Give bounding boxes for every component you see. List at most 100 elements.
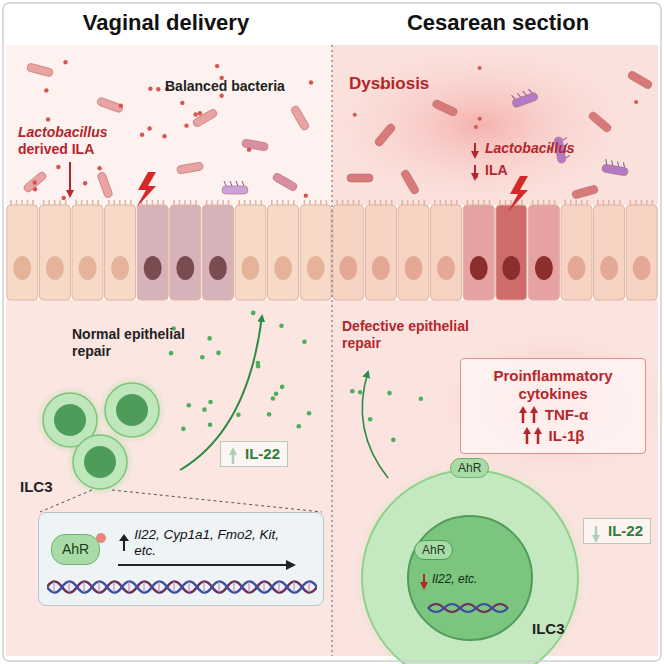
pilus — [617, 161, 620, 166]
cell-nucleus — [372, 256, 390, 280]
double-up-arrow — [522, 427, 544, 445]
microvillus — [10, 200, 12, 205]
up-arrow — [118, 534, 130, 552]
bacterium — [374, 122, 397, 147]
epithelial-cell — [528, 205, 559, 300]
bacterium-body — [587, 111, 612, 134]
arrow-head — [523, 427, 531, 434]
metabolite-label: ILA — [485, 162, 508, 179]
base-pair — [308, 582, 310, 592]
ila-dot — [478, 117, 482, 121]
cell-nucleus — [209, 256, 227, 280]
microvillus — [184, 200, 186, 205]
cell-nucleus — [405, 256, 423, 280]
microvillus — [537, 200, 539, 205]
pilus — [523, 91, 527, 96]
microvillus — [173, 200, 175, 205]
ila-ligand — [94, 531, 108, 545]
microvillus — [423, 200, 425, 205]
panel-title: Cesarean section — [332, 10, 664, 36]
bacterium-body — [242, 139, 269, 151]
bacterium — [290, 105, 310, 132]
microvillus — [130, 200, 132, 205]
microvillus — [27, 200, 29, 205]
bacterium — [26, 63, 53, 77]
epithelial-cell — [431, 205, 462, 300]
microvillus — [86, 200, 88, 205]
microvillus — [521, 200, 523, 205]
microvillus — [635, 200, 637, 205]
microvillus — [32, 200, 34, 205]
bacterium — [400, 169, 420, 196]
microvillus — [353, 200, 355, 205]
cell-nucleus — [144, 256, 162, 280]
cytokine-name: IL-1β — [549, 427, 585, 445]
microvillus — [445, 200, 447, 205]
epithelial-cell — [72, 205, 103, 300]
microvillus — [342, 200, 344, 205]
microvillus — [282, 200, 284, 205]
bacteria-name: Lactobacillus — [18, 124, 107, 141]
gene-list: Il22, etc. — [432, 572, 477, 586]
microvillus — [581, 200, 583, 205]
il22-dot — [181, 427, 186, 432]
microvillus — [21, 200, 23, 205]
microvillus — [451, 200, 453, 205]
ila-dot — [198, 111, 202, 115]
il22-dot — [256, 364, 261, 369]
pilus — [230, 181, 232, 186]
arrow-shaft — [118, 564, 288, 566]
dna-strand — [47, 582, 317, 593]
microvillus — [564, 200, 566, 205]
gene-list: Il22, Cyp1a1, Fmo2, Kit, etc. — [134, 527, 302, 559]
base-pair — [188, 582, 190, 592]
microvillus — [554, 200, 556, 205]
bacterium-body — [272, 172, 299, 192]
il22-dot — [419, 396, 424, 401]
ila-dot — [63, 60, 67, 64]
microvillus — [195, 200, 197, 205]
ila-dot — [44, 88, 48, 92]
microvillus — [217, 200, 219, 205]
region-label: Balanced bacteria — [165, 78, 285, 95]
microvillus — [157, 200, 159, 205]
cell-nucleus — [633, 256, 651, 280]
base-pair — [128, 582, 130, 592]
microvillus — [92, 200, 94, 205]
microvillus — [646, 200, 648, 205]
microvillus — [401, 200, 403, 205]
microvillus — [586, 200, 588, 205]
ahr-protein: AhR — [414, 540, 453, 560]
bacterium — [432, 99, 459, 117]
microvillus — [543, 200, 545, 205]
base-pair — [218, 582, 220, 592]
cell-nucleus — [502, 256, 520, 280]
dna-strand — [47, 582, 317, 593]
bacterium-body — [374, 122, 397, 147]
bacterium-body — [571, 185, 598, 199]
il22-dot — [279, 324, 284, 329]
pilus — [623, 162, 626, 167]
bacterium-body — [192, 108, 219, 128]
ila-dot — [309, 80, 313, 84]
cell-nucleus — [274, 256, 292, 280]
dna-helix — [47, 573, 317, 601]
epithelial-cell — [39, 205, 70, 300]
il22-dot — [280, 385, 285, 390]
cell-nucleus — [600, 256, 618, 280]
microvillus — [211, 200, 213, 205]
microvillus — [489, 200, 491, 205]
epithelial-cell — [561, 205, 592, 300]
microvillus — [608, 200, 610, 205]
panel-title: Vaginal delivery — [0, 10, 332, 36]
cell-nucleus — [307, 256, 325, 280]
base-pair — [53, 582, 55, 592]
ila-dot — [247, 147, 251, 151]
microvillus — [249, 200, 251, 205]
microvillus — [309, 200, 311, 205]
cell-nucleus — [568, 256, 586, 280]
il22-dot — [208, 422, 213, 427]
base-pair — [68, 582, 70, 592]
microvillus — [222, 200, 224, 205]
